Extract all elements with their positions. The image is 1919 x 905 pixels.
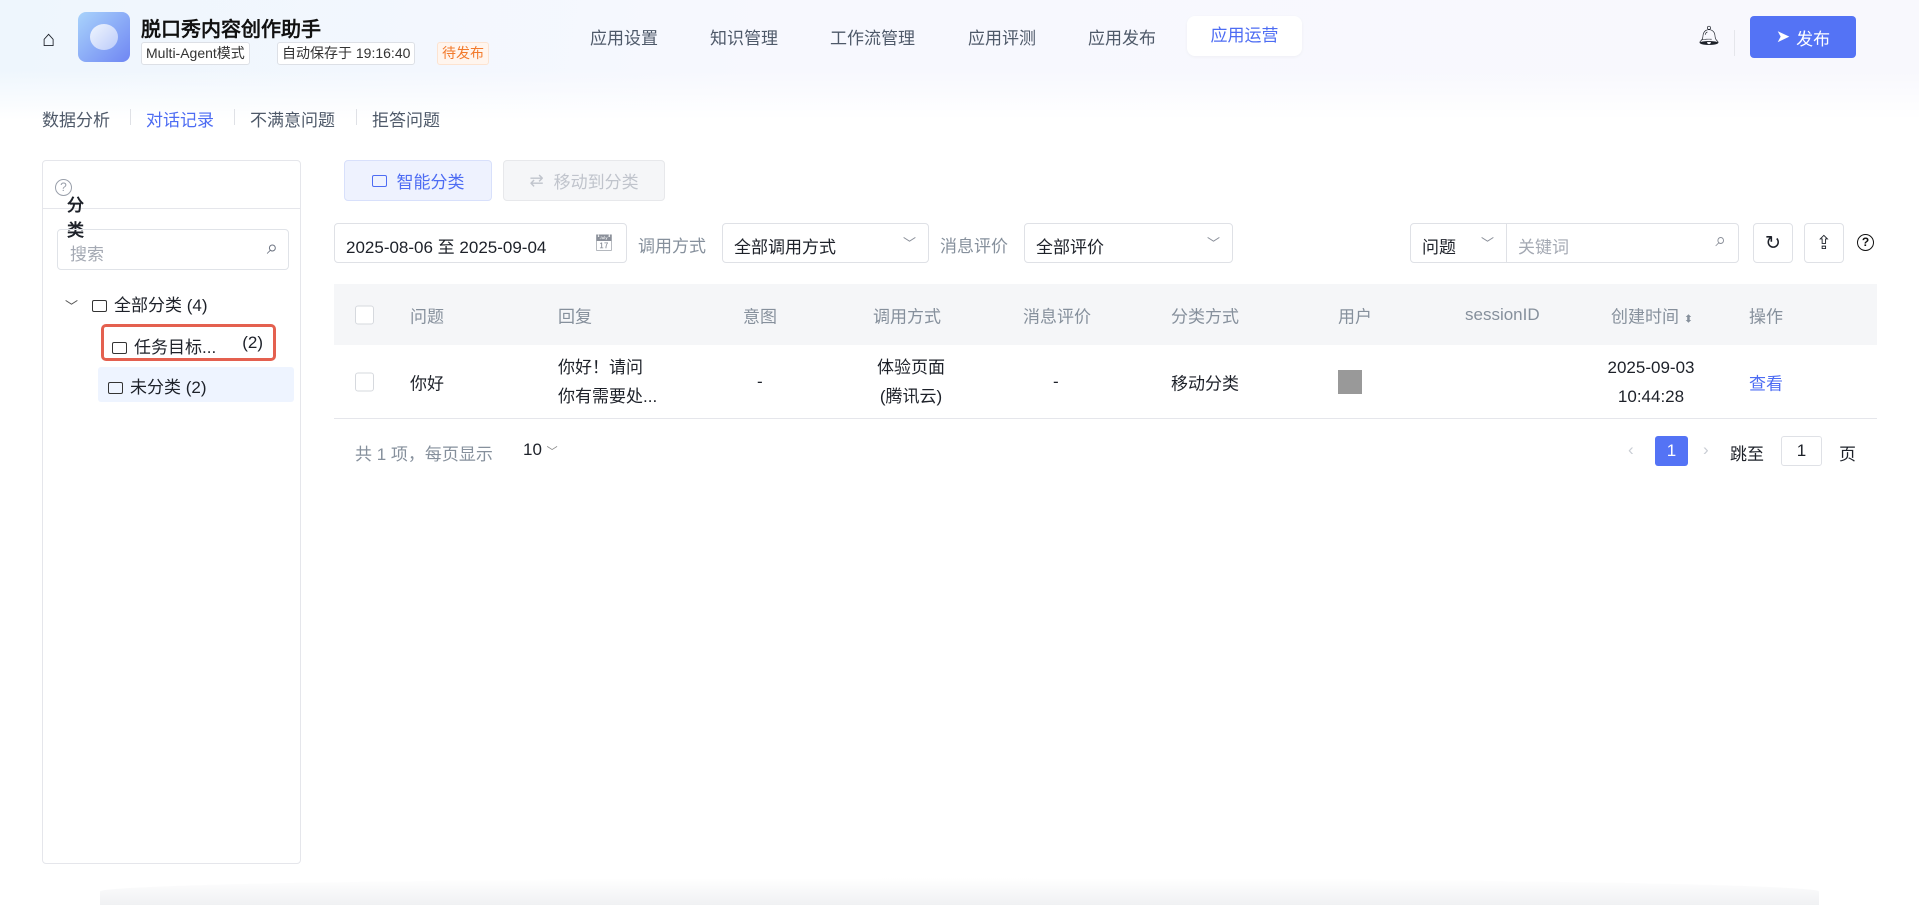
column-header: 操作 [1749, 307, 1783, 326]
call-method-label: 调用方式 [638, 237, 706, 256]
tree-item-uncategorized[interactable]: 未分类 (2) [98, 367, 294, 402]
table-row: 你好 你好！请问你有需要处... - 体验页面(腾讯云) - 移动分类 2025… [334, 345, 1877, 419]
search-icon[interactable]: ⌕ [1715, 230, 1726, 251]
tab-operations[interactable]: 应用运营 [1187, 16, 1302, 56]
divider [130, 109, 131, 125]
export-icon: ⇪ [1816, 232, 1832, 254]
folder-icon [92, 300, 108, 312]
rating-select[interactable]: 全部评价﹀ [1024, 223, 1233, 263]
folder-icon [108, 382, 123, 394]
divider [1734, 30, 1735, 56]
search-field-select[interactable]: 问题﹀ [1410, 223, 1507, 263]
swap-icon: ⇄ [529, 170, 544, 190]
tab-evaluation[interactable]: 应用评测 [968, 29, 1036, 48]
cell-call-method: 体验页面(腾讯云) [877, 357, 945, 406]
app-logo [78, 12, 130, 62]
cell-rating: - [1053, 371, 1059, 391]
subnav-refused[interactable]: 拒答问题 [372, 111, 440, 130]
column-header: 分类方式 [1171, 307, 1239, 326]
next-page-icon[interactable]: › [1703, 440, 1709, 459]
publish-button[interactable]: ➤发布 [1750, 16, 1856, 58]
chevron-down-icon: ﹀ [902, 236, 916, 251]
divider [234, 109, 235, 125]
folder-icon [371, 174, 387, 187]
tab-release[interactable]: 应用发布 [1088, 29, 1156, 48]
chevron-down-icon: ﹀ [546, 446, 558, 458]
table-header: 问题 回复 意图 调用方式 消息评价 分类方式 用户 sessionID 创建时… [334, 284, 1877, 345]
jump-label: 跳至 [1730, 445, 1764, 464]
folder-icon [112, 342, 127, 354]
subnav-data-analysis[interactable]: 数据分析 [42, 111, 110, 130]
subnav-unsatisfied[interactable]: 不满意问题 [250, 111, 335, 130]
pagination-summary: 共 1 项，每页显示 [355, 445, 493, 464]
help-icon[interactable]: ? [1857, 234, 1874, 251]
rating-label: 消息评价 [940, 237, 1008, 256]
select-all-checkbox[interactable] [355, 305, 374, 324]
category-sidebar: 分类 ? 搜索⌕ ﹀全部分类 (4) 任务目标...(2) 未分类 (2) [42, 160, 301, 864]
tab-app-settings[interactable]: 应用设置 [590, 29, 658, 48]
refresh-button[interactable]: ↻ [1753, 223, 1793, 263]
column-header: 调用方式 [873, 307, 941, 326]
home-icon[interactable]: ⌂ [42, 26, 56, 51]
tree-item-task-goal[interactable]: 任务目标...(2) [101, 324, 276, 361]
refresh-icon: ↻ [1765, 232, 1781, 254]
export-button[interactable]: ⇪ [1804, 223, 1844, 263]
column-header: 消息评价 [1023, 307, 1091, 326]
bell-icon[interactable]: 🔔︎ [1697, 26, 1722, 47]
jump-input[interactable]: 1 [1781, 436, 1822, 466]
search-icon[interactable]: ⌕ [266, 237, 278, 259]
cell-question: 你好 [410, 374, 444, 393]
category-search-input[interactable]: 搜索⌕ [57, 229, 289, 270]
tab-workflow[interactable]: 工作流管理 [830, 29, 915, 48]
cell-intent: - [757, 371, 763, 391]
column-header: 问题 [410, 307, 444, 326]
column-header: 意图 [743, 307, 777, 326]
mode-tag: Multi-Agent模式 [141, 42, 250, 65]
sort-created-time[interactable]: 创建时间 ⬍ [1611, 307, 1693, 326]
calendar-icon: 📅︎ [593, 235, 614, 252]
subnav-conversations[interactable]: 对话记录 [146, 111, 214, 130]
cell-classify: 移动分类 [1171, 374, 1239, 393]
column-header: 用户 [1338, 307, 1372, 326]
conversation-table: 问题 回复 意图 调用方式 消息评价 分类方式 用户 sessionID 创建时… [334, 284, 1877, 419]
chevron-down-icon: ﹀ [1206, 236, 1220, 251]
page-1-button[interactable]: 1 [1655, 436, 1688, 466]
column-header: 回复 [558, 307, 592, 326]
autosave-tag: 自动保存于 19:16:40 [277, 42, 416, 65]
call-method-select[interactable]: 全部调用方式﹀ [722, 223, 929, 263]
row-checkbox[interactable] [355, 372, 374, 391]
bottom-shadow [100, 878, 1819, 905]
help-icon[interactable]: ? [55, 179, 72, 196]
date-range-picker[interactable]: 2025-08-06 至 2025-09-04📅︎ [334, 223, 627, 263]
chevron-down-icon[interactable]: ﹀ [65, 299, 79, 314]
keyword-input[interactable]: 关键词⌕ [1506, 223, 1739, 263]
user-avatar [1338, 369, 1362, 394]
status-badge: 待发布 [437, 42, 489, 65]
smart-classify-button[interactable]: 智能分类 [344, 160, 492, 201]
send-icon: ➤ [1775, 27, 1791, 46]
cell-reply: 你好！请问你有需要处... [558, 357, 658, 406]
tab-knowledge[interactable]: 知识管理 [710, 29, 778, 48]
view-link[interactable]: 查看 [1749, 374, 1783, 393]
app-title: 脱口秀内容创作助手 [141, 19, 321, 41]
move-to-category-button[interactable]: ⇄移动到分类 [503, 160, 665, 201]
tree-root[interactable]: ﹀全部分类 (4) [65, 296, 208, 315]
page-suffix: 页 [1839, 445, 1856, 464]
chevron-down-icon: ﹀ [1480, 236, 1494, 251]
sidebar-title: 分类 ? [55, 176, 84, 240]
divider [356, 109, 357, 125]
page-size-select[interactable]: 10 ﹀ [523, 440, 558, 459]
prev-page-icon[interactable]: ‹ [1628, 440, 1634, 459]
sort-icon: ⬍ [1683, 313, 1693, 325]
column-header: sessionID [1465, 304, 1540, 324]
